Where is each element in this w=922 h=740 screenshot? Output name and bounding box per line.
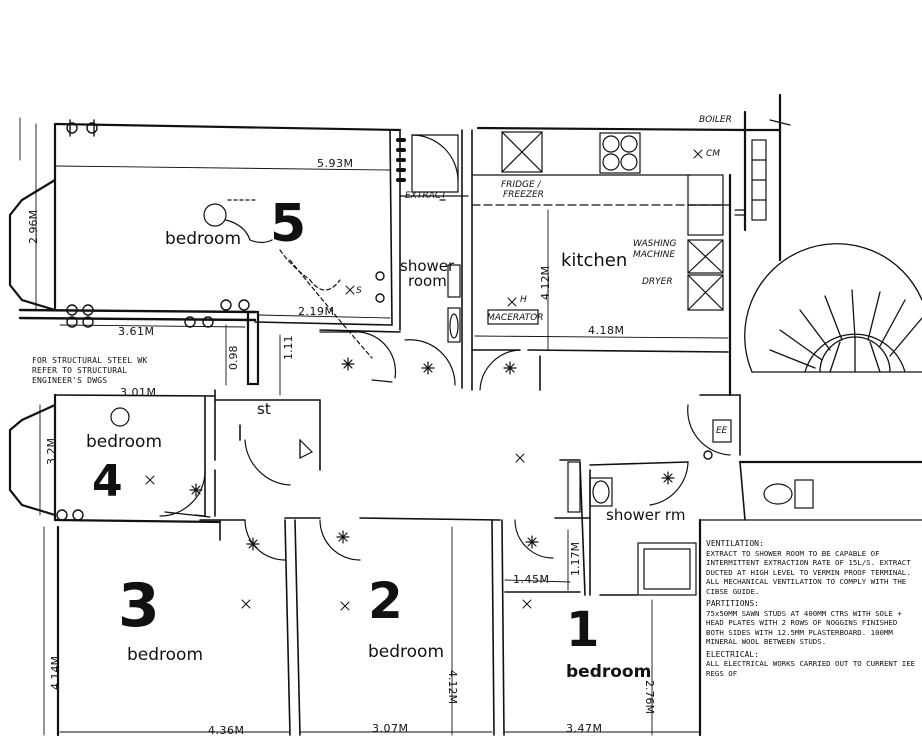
dim-3-47: 3.47M (566, 722, 603, 735)
dim-1-45: 1.45M (513, 573, 550, 586)
kitchen-fixtures (471, 119, 791, 325)
dryer-label: DRYER (642, 277, 673, 287)
bedroom-5-label: bedroom (165, 229, 242, 249)
dim-2-96: 2.96M (27, 210, 40, 244)
structural-note-line-3: ENGINEER'S DWGS (32, 376, 108, 385)
spiral-stair (744, 243, 922, 373)
ceiling-lights (110, 203, 373, 427)
dim-2-x: 2.76M (643, 680, 656, 714)
electrical-text: ALL ELECTRICAL WORKS CARRIED OUT TO CURR… (706, 659, 916, 678)
freezer-label: FREEZER (503, 190, 544, 200)
dim-3-01: 3.01M (120, 386, 157, 399)
dim-0-98: 0.98 (227, 345, 240, 371)
electrical-heading: ELECTRICAL: (706, 649, 759, 659)
internal-walls (18, 129, 746, 736)
doors (159, 331, 731, 561)
specification-notes: VENTILATION: EXTRACT TO SHOWER ROOM TO B… (706, 539, 918, 681)
dim-2-19: 2.19M (298, 305, 335, 318)
bedroom-2-label: bedroom (368, 642, 445, 662)
macerator-label: MACERATOR (487, 313, 544, 323)
fridge-label: FRIDGE / (501, 180, 541, 190)
dim-3-07: 3.07M (372, 722, 409, 735)
partitions-heading: PARTITIONS: (706, 599, 759, 608)
ee-label: EE (716, 426, 728, 436)
shower-room-label-line2: room (408, 272, 447, 290)
kitchen-label: kitchen (561, 250, 628, 271)
shower-room-label-line1: shower (400, 257, 455, 275)
bedroom-4-number: 4 (92, 456, 123, 507)
dim-4-12-kitchen: 4.12M (539, 266, 552, 300)
partitions-text: 75x50MM SAWN STUDS AT 400MM CTRS WITH SO… (706, 608, 902, 647)
star-symbols (189, 357, 675, 551)
structural-steel-note: FOR STRUCTURAL STEEL WK REFER TO STRUCTU… (32, 356, 147, 386)
socket-symbols (145, 149, 703, 611)
boiler-label: BOILER (699, 115, 732, 125)
bedroom-3-label: bedroom (127, 645, 204, 665)
s-label: S (356, 286, 362, 296)
dim-4-14: 4.14M (49, 656, 62, 690)
washing-label: WASHING (633, 239, 677, 249)
bedroom-2-number: 2 (368, 572, 403, 630)
dim-3-2: 3.2M (45, 438, 58, 465)
radiator-symbols (56, 119, 713, 521)
bedroom-3-number: 3 (118, 571, 160, 641)
shower-room-fixtures (396, 134, 461, 343)
dimension-lines (19, 117, 729, 736)
shower-rm-label: shower rm (606, 506, 686, 524)
dim-4-36: 4.36M (208, 724, 245, 737)
extract-label: EXTRACT (405, 191, 447, 201)
store-label: st (257, 400, 271, 418)
structural-note-line-2: REFER TO STRUCTURAL (32, 366, 128, 375)
cm-label: CM (706, 149, 721, 159)
shower-rm-fixtures (567, 461, 814, 596)
misc-marks (164, 195, 746, 518)
dim-1-17: 1.17M (569, 542, 582, 576)
ventilation-text: EXTRACT TO SHOWER ROOM TO BE CAPABLE OF … (706, 548, 911, 596)
bedroom-1-label: bedroom (566, 662, 652, 682)
dim-4-12-bed2: 4.12M (446, 670, 459, 704)
bedroom-4-label: bedroom (86, 432, 163, 452)
structural-note-line-1: FOR STRUCTURAL STEEL WK (32, 356, 148, 365)
h-label: H (520, 295, 527, 305)
machine-label: MACHINE (633, 250, 676, 260)
dim-4-18: 4.18M (588, 324, 625, 337)
dim-1-11: 1.11 (282, 335, 295, 361)
bedroom-5-number: 5 (270, 194, 307, 254)
bedroom-1-number: 1 (566, 602, 600, 658)
ventilation-heading: VENTILATION: (706, 539, 764, 548)
dim-3-61: 3.61M (118, 325, 155, 338)
dim-5-93: 5.93M (317, 157, 354, 170)
